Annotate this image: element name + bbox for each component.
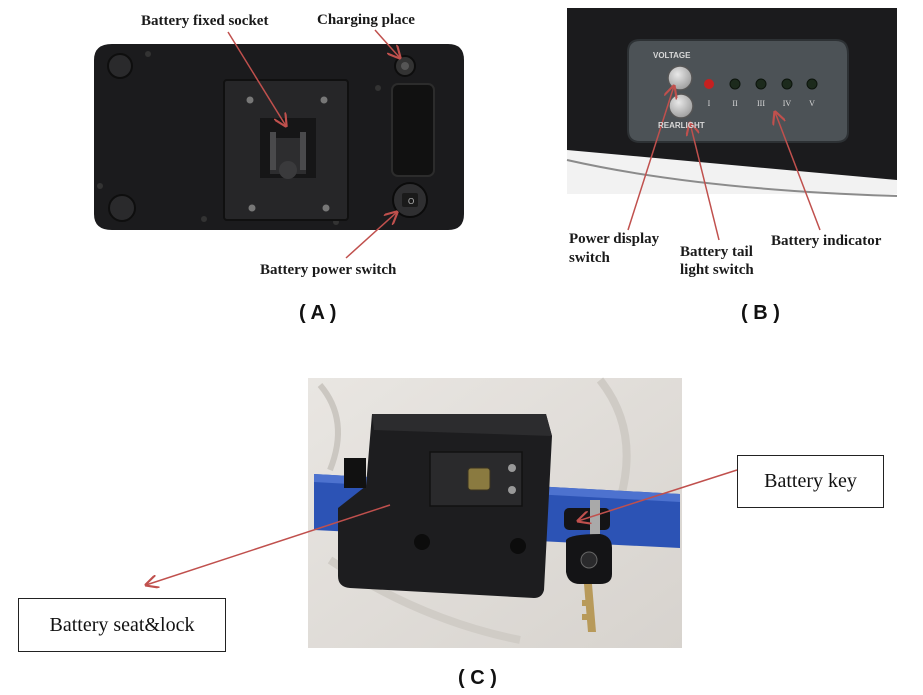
level-label: V <box>809 99 815 108</box>
arrow-charging-place <box>374 29 400 58</box>
arrow-seat-lock <box>146 504 391 585</box>
voltage-button <box>667 65 693 91</box>
label-battery-indicator: Battery indicator <box>771 233 882 249</box>
label-battery-seat-lock: Battery seat&lock <box>18 598 226 652</box>
panel-c-photo <box>308 377 682 648</box>
led-2 <box>729 78 741 90</box>
foot-bottom-left <box>108 194 136 222</box>
label-tail-light-line2: light switch <box>680 262 754 278</box>
level-label: II <box>732 99 738 108</box>
rearlight-button <box>668 93 694 119</box>
label-battery-fixed-socket: Battery fixed socket <box>141 13 269 29</box>
caption-b: ( B ) <box>741 302 780 324</box>
foot-top-left <box>107 53 133 79</box>
label-battery-power-switch: Battery power switch <box>260 262 397 278</box>
arrow-tail-light <box>690 123 720 241</box>
led-1 <box>704 79 714 89</box>
voltage-text: VOLTAGE <box>653 51 691 60</box>
rearlight-text: REARLIGHT <box>658 121 705 130</box>
level-label: III <box>757 99 765 108</box>
arrow-power-display <box>627 86 674 231</box>
label-charging-place: Charging place <box>317 12 415 28</box>
led-5 <box>806 78 818 90</box>
arrow-indicator <box>775 112 821 231</box>
label-tail-light-line1: Battery tail <box>680 244 753 260</box>
level-label: IV <box>783 99 792 108</box>
panel-a-photo: O <box>88 38 470 234</box>
caption-a: ( A ) <box>299 302 337 324</box>
label-power-display-line1: Power display <box>569 231 660 247</box>
level-label: I <box>708 99 711 108</box>
arrow-battery-key <box>578 469 738 521</box>
arrow-fixed-socket <box>227 31 286 126</box>
led-3 <box>755 78 767 90</box>
lock-cylinder <box>467 467 491 491</box>
led-4 <box>781 78 793 90</box>
svg-text:O: O <box>408 197 414 206</box>
caption-c: ( C ) <box>458 667 497 689</box>
label-battery-key: Battery key <box>737 455 884 508</box>
arrow-power-switch <box>345 212 397 259</box>
label-power-display-line2: switch <box>569 250 610 266</box>
